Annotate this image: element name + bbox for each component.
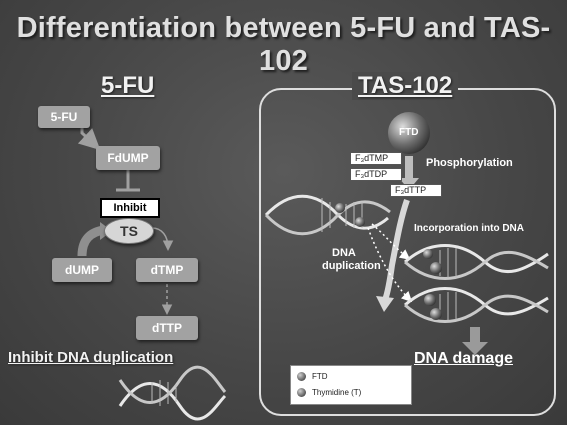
incorporation-arrow: [382, 199, 410, 302]
thymidine-ball-upper: [423, 249, 433, 259]
dna-duplication-label-2: duplication: [322, 260, 381, 272]
duplication-dotted-arrow-2: [367, 227, 413, 303]
thymidine-ball-left-1: [335, 203, 345, 213]
box-ts: TS: [104, 218, 154, 244]
box-5fu: 5-FU: [38, 106, 90, 128]
fu-caption: Inhibit DNA duplication: [8, 349, 174, 366]
phosphorylation-label: Phosphorylation: [426, 157, 513, 169]
fu-heading: 5-FU: [101, 72, 155, 99]
tas-heading: TAS-102: [352, 72, 459, 100]
arrow-ts-to-dtmp: [151, 227, 174, 251]
box-fdump: FdUMP: [96, 146, 160, 170]
box-dttp: dTTP: [136, 316, 198, 340]
phosphorylation-arrow: [399, 156, 419, 190]
duplication-dotted-arrow-1: [371, 223, 411, 260]
ftd-ball-lower-2: [430, 308, 442, 320]
box-dtmp: dTMP: [136, 258, 198, 282]
helix-right-upper-b: [404, 250, 549, 280]
legend-item-thymidine: Thymidine (T): [297, 388, 361, 397]
legend: FTD Thymidine (T): [290, 365, 412, 405]
slide-title: Differentiation between 5-FU and TAS-102: [16, 12, 551, 77]
ftd-ball-lower-1: [424, 294, 436, 306]
f3dtmp-box: F₃dTMP: [350, 152, 402, 165]
thymidine-legend-icon: [297, 388, 306, 397]
ftd-legend-icon: [297, 372, 306, 381]
legend-item-ftd: FTD: [297, 372, 328, 381]
box-inhibit: Inhibit: [100, 198, 160, 218]
thymidine-ball-left-2: [355, 217, 365, 227]
incorporation-label: Incorporation into DNA: [414, 223, 524, 234]
legend-thymidine-label: Thymidine (T): [312, 388, 362, 397]
ftd-sphere: [388, 112, 430, 154]
dna-duplication-label-1: DNA: [332, 247, 356, 259]
f3dttp-box: F₃dTTP: [390, 184, 442, 197]
dna-damage-label: DNA damage: [414, 350, 513, 367]
f3dtdp-box: F₃dTDP: [350, 168, 402, 181]
dna-damage-arrow: [462, 327, 488, 355]
arrow-5fu-to-fdump: [77, 126, 101, 151]
box-dump: dUMP: [52, 258, 112, 282]
ftd-ball-upper: [430, 262, 442, 274]
ftd-label: FTD: [399, 127, 419, 138]
helix-right-lower-b: [404, 294, 549, 323]
legend-ftd-label: FTD: [312, 372, 328, 381]
helix-bottom-strand: [264, 200, 391, 236]
